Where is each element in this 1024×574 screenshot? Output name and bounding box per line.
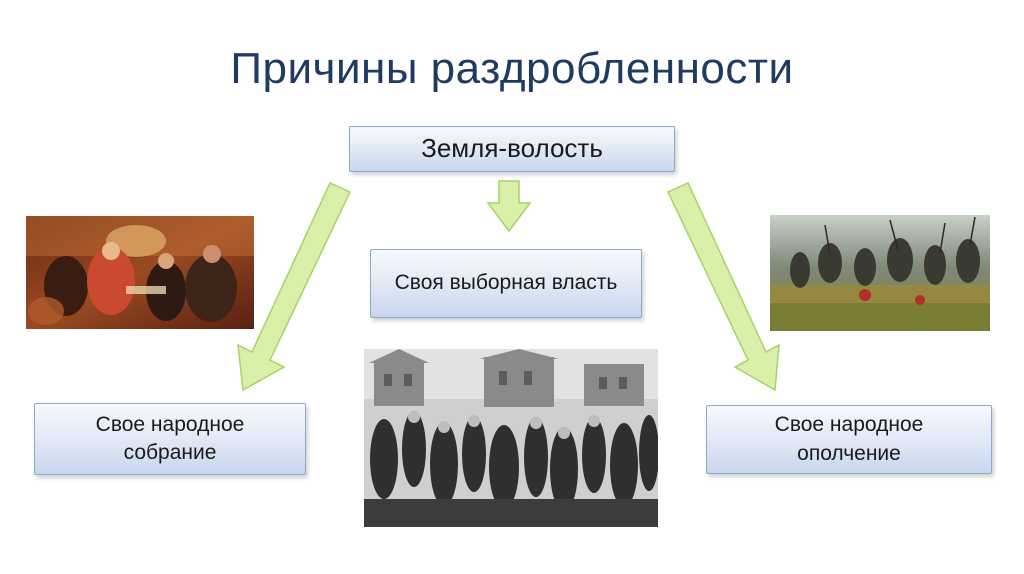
- council-painting: [26, 216, 254, 329]
- box-top-label: Земля-волость: [421, 133, 603, 164]
- box-center-label: Своя выборная власть: [394, 271, 618, 295]
- box-right-line1: Свое народное: [774, 413, 924, 437]
- box-right-line2: ополчение: [797, 441, 901, 465]
- diagonal-arrow-right-icon: [666, 182, 780, 392]
- box-zemlya-volost: Земля-волость: [349, 126, 675, 172]
- crowd-engraving: [364, 349, 658, 527]
- box-people-militia: Свое народное ополчение: [706, 405, 992, 474]
- down-arrow-icon: [486, 180, 532, 233]
- battle-painting: [770, 215, 990, 331]
- box-elected-power: Своя выборная власть: [370, 249, 642, 318]
- box-people-assembly: Свое народное собрание: [34, 403, 306, 475]
- box-left-line2: собрание: [123, 441, 217, 464]
- diagonal-arrow-left-icon: [237, 182, 352, 392]
- slide-title: Причины раздробленности: [230, 44, 794, 93]
- box-left-line1: Свое народное: [95, 412, 245, 436]
